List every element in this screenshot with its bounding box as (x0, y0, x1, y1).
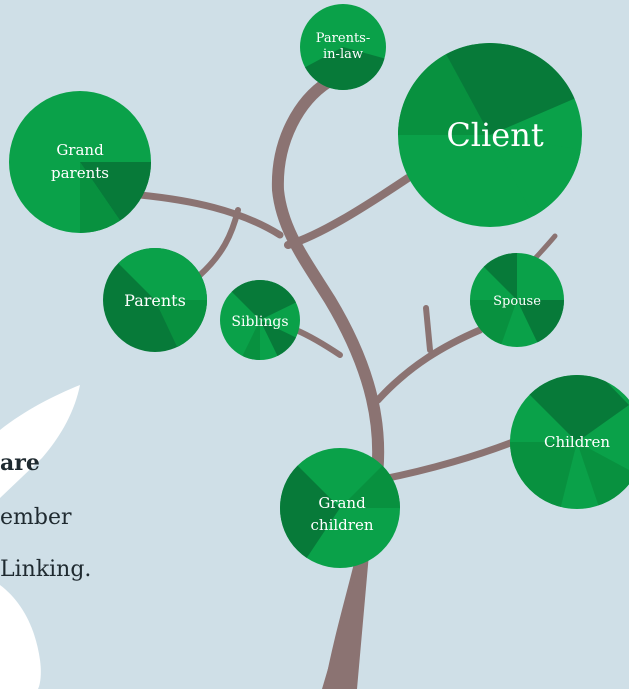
node-spouse: Spouse (470, 253, 564, 347)
quote-mark-decoration (0, 385, 80, 689)
body-text-line-2: ember (0, 505, 72, 530)
node-parents-in-law: Parents- in-law (300, 4, 386, 90)
node-grandchildren: Grand children (280, 448, 400, 568)
node-siblings-label: Siblings (231, 314, 288, 330)
node-grandparents-line2: parents (51, 164, 109, 182)
node-spouse-label: Spouse (493, 294, 541, 309)
node-parents-in-law-line1: Parents- (316, 31, 370, 46)
body-text-line-1: are (0, 450, 40, 476)
node-children-label: Children (544, 433, 610, 451)
node-client: Client (398, 43, 582, 227)
node-grandparents-line1: Grand (56, 141, 104, 159)
node-siblings: Siblings (220, 280, 300, 360)
node-parents: Parents (103, 248, 207, 352)
node-grandchildren-line2: children (311, 516, 374, 534)
node-parents-label: Parents (124, 291, 186, 310)
node-parents-in-law-line2: in-law (323, 47, 363, 62)
node-children: Children (510, 375, 629, 509)
node-client-label: Client (446, 116, 544, 154)
node-grandchildren-line1: Grand (318, 494, 366, 512)
body-text-line-3: Linking. (0, 557, 92, 582)
node-grandparents: Grand parents (9, 91, 151, 233)
